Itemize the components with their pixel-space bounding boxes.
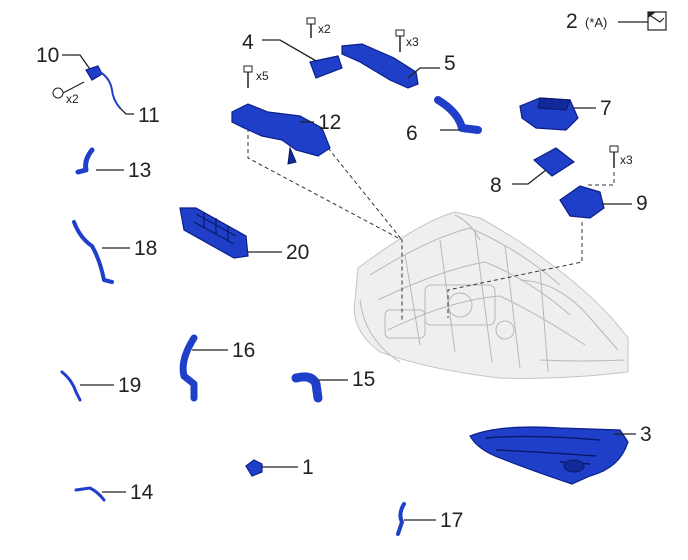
part-10-11-group: 10 11 x2 bbox=[36, 44, 160, 127]
part-12-group: x5 12 bbox=[231, 65, 341, 165]
callout-20: 20 bbox=[286, 241, 309, 264]
callout-19: 19 bbox=[118, 374, 141, 397]
engine-compartment-illustration bbox=[353, 211, 629, 379]
part-15-group: 15 bbox=[291, 368, 375, 403]
part-4-group: 4 x2 bbox=[242, 17, 343, 79]
callout-9: 9 bbox=[636, 192, 648, 215]
bolt-icon bbox=[306, 17, 316, 38]
part-13-group: 13 bbox=[75, 147, 151, 182]
part-10-bracket bbox=[85, 65, 103, 81]
qty-bolt-12: x5 bbox=[256, 69, 269, 83]
callout-15: 15 bbox=[352, 368, 375, 391]
part-5-group: x3 5 bbox=[341, 29, 456, 89]
dashed-guide-lines bbox=[247, 128, 615, 320]
callout-16: 16 bbox=[232, 339, 255, 362]
callout-12: 12 bbox=[318, 111, 341, 134]
callout-11: 11 bbox=[138, 104, 160, 127]
callout-4: 4 bbox=[242, 31, 254, 54]
tape-corner-icon bbox=[647, 11, 667, 31]
part-9-group: x3 9 bbox=[559, 145, 648, 219]
callout-7: 7 bbox=[600, 97, 612, 120]
bolt-icon bbox=[609, 145, 619, 168]
callout-1: 1 bbox=[302, 456, 314, 479]
callout-8: 8 bbox=[490, 174, 502, 197]
qty-bolt-9: x3 bbox=[620, 153, 633, 167]
part-3-headlamp bbox=[469, 426, 629, 485]
part-4-clip bbox=[309, 55, 343, 79]
qty-bolt-10: x2 bbox=[66, 92, 79, 106]
part-17-group: 17 bbox=[396, 502, 463, 536]
part-1-group: 1 bbox=[245, 456, 314, 479]
part-5-duct bbox=[341, 43, 419, 89]
callout-5: 5 bbox=[444, 52, 456, 75]
callout-2: 2 bbox=[566, 10, 578, 33]
part-12-bracket bbox=[231, 103, 331, 157]
part-20-group: 20 bbox=[179, 207, 309, 264]
callout-14: 14 bbox=[130, 481, 154, 504]
part-6-group: 6 bbox=[406, 96, 482, 145]
callout-10: 10 bbox=[36, 44, 59, 67]
part-19-group: 19 bbox=[60, 370, 141, 402]
part-7-group: 7 bbox=[519, 97, 612, 131]
callout-17: 17 bbox=[440, 509, 463, 532]
qty-bolt-5: x3 bbox=[406, 35, 419, 49]
note-label: (*A) bbox=[585, 15, 607, 30]
part-14-group: 14 bbox=[74, 481, 154, 504]
part-16-group: 16 bbox=[179, 334, 255, 402]
bolt-icon bbox=[243, 65, 253, 88]
part-8-group: 8 bbox=[490, 147, 576, 197]
callout-2-group: 2 (*A) bbox=[566, 10, 667, 33]
bolt-icon bbox=[395, 29, 405, 52]
callout-18: 18 bbox=[134, 237, 157, 260]
part-1-clip bbox=[245, 459, 263, 477]
part-8-module bbox=[532, 147, 576, 177]
callout-6: 6 bbox=[406, 122, 418, 145]
part-18-group: 18 bbox=[72, 220, 157, 284]
callout-13: 13 bbox=[128, 159, 151, 182]
bolt-icon bbox=[52, 81, 85, 99]
callout-3: 3 bbox=[640, 423, 652, 446]
part-9-bracket bbox=[559, 185, 605, 219]
part-3-group: 3 bbox=[469, 423, 652, 485]
qty-bolt-4: x2 bbox=[318, 22, 331, 36]
